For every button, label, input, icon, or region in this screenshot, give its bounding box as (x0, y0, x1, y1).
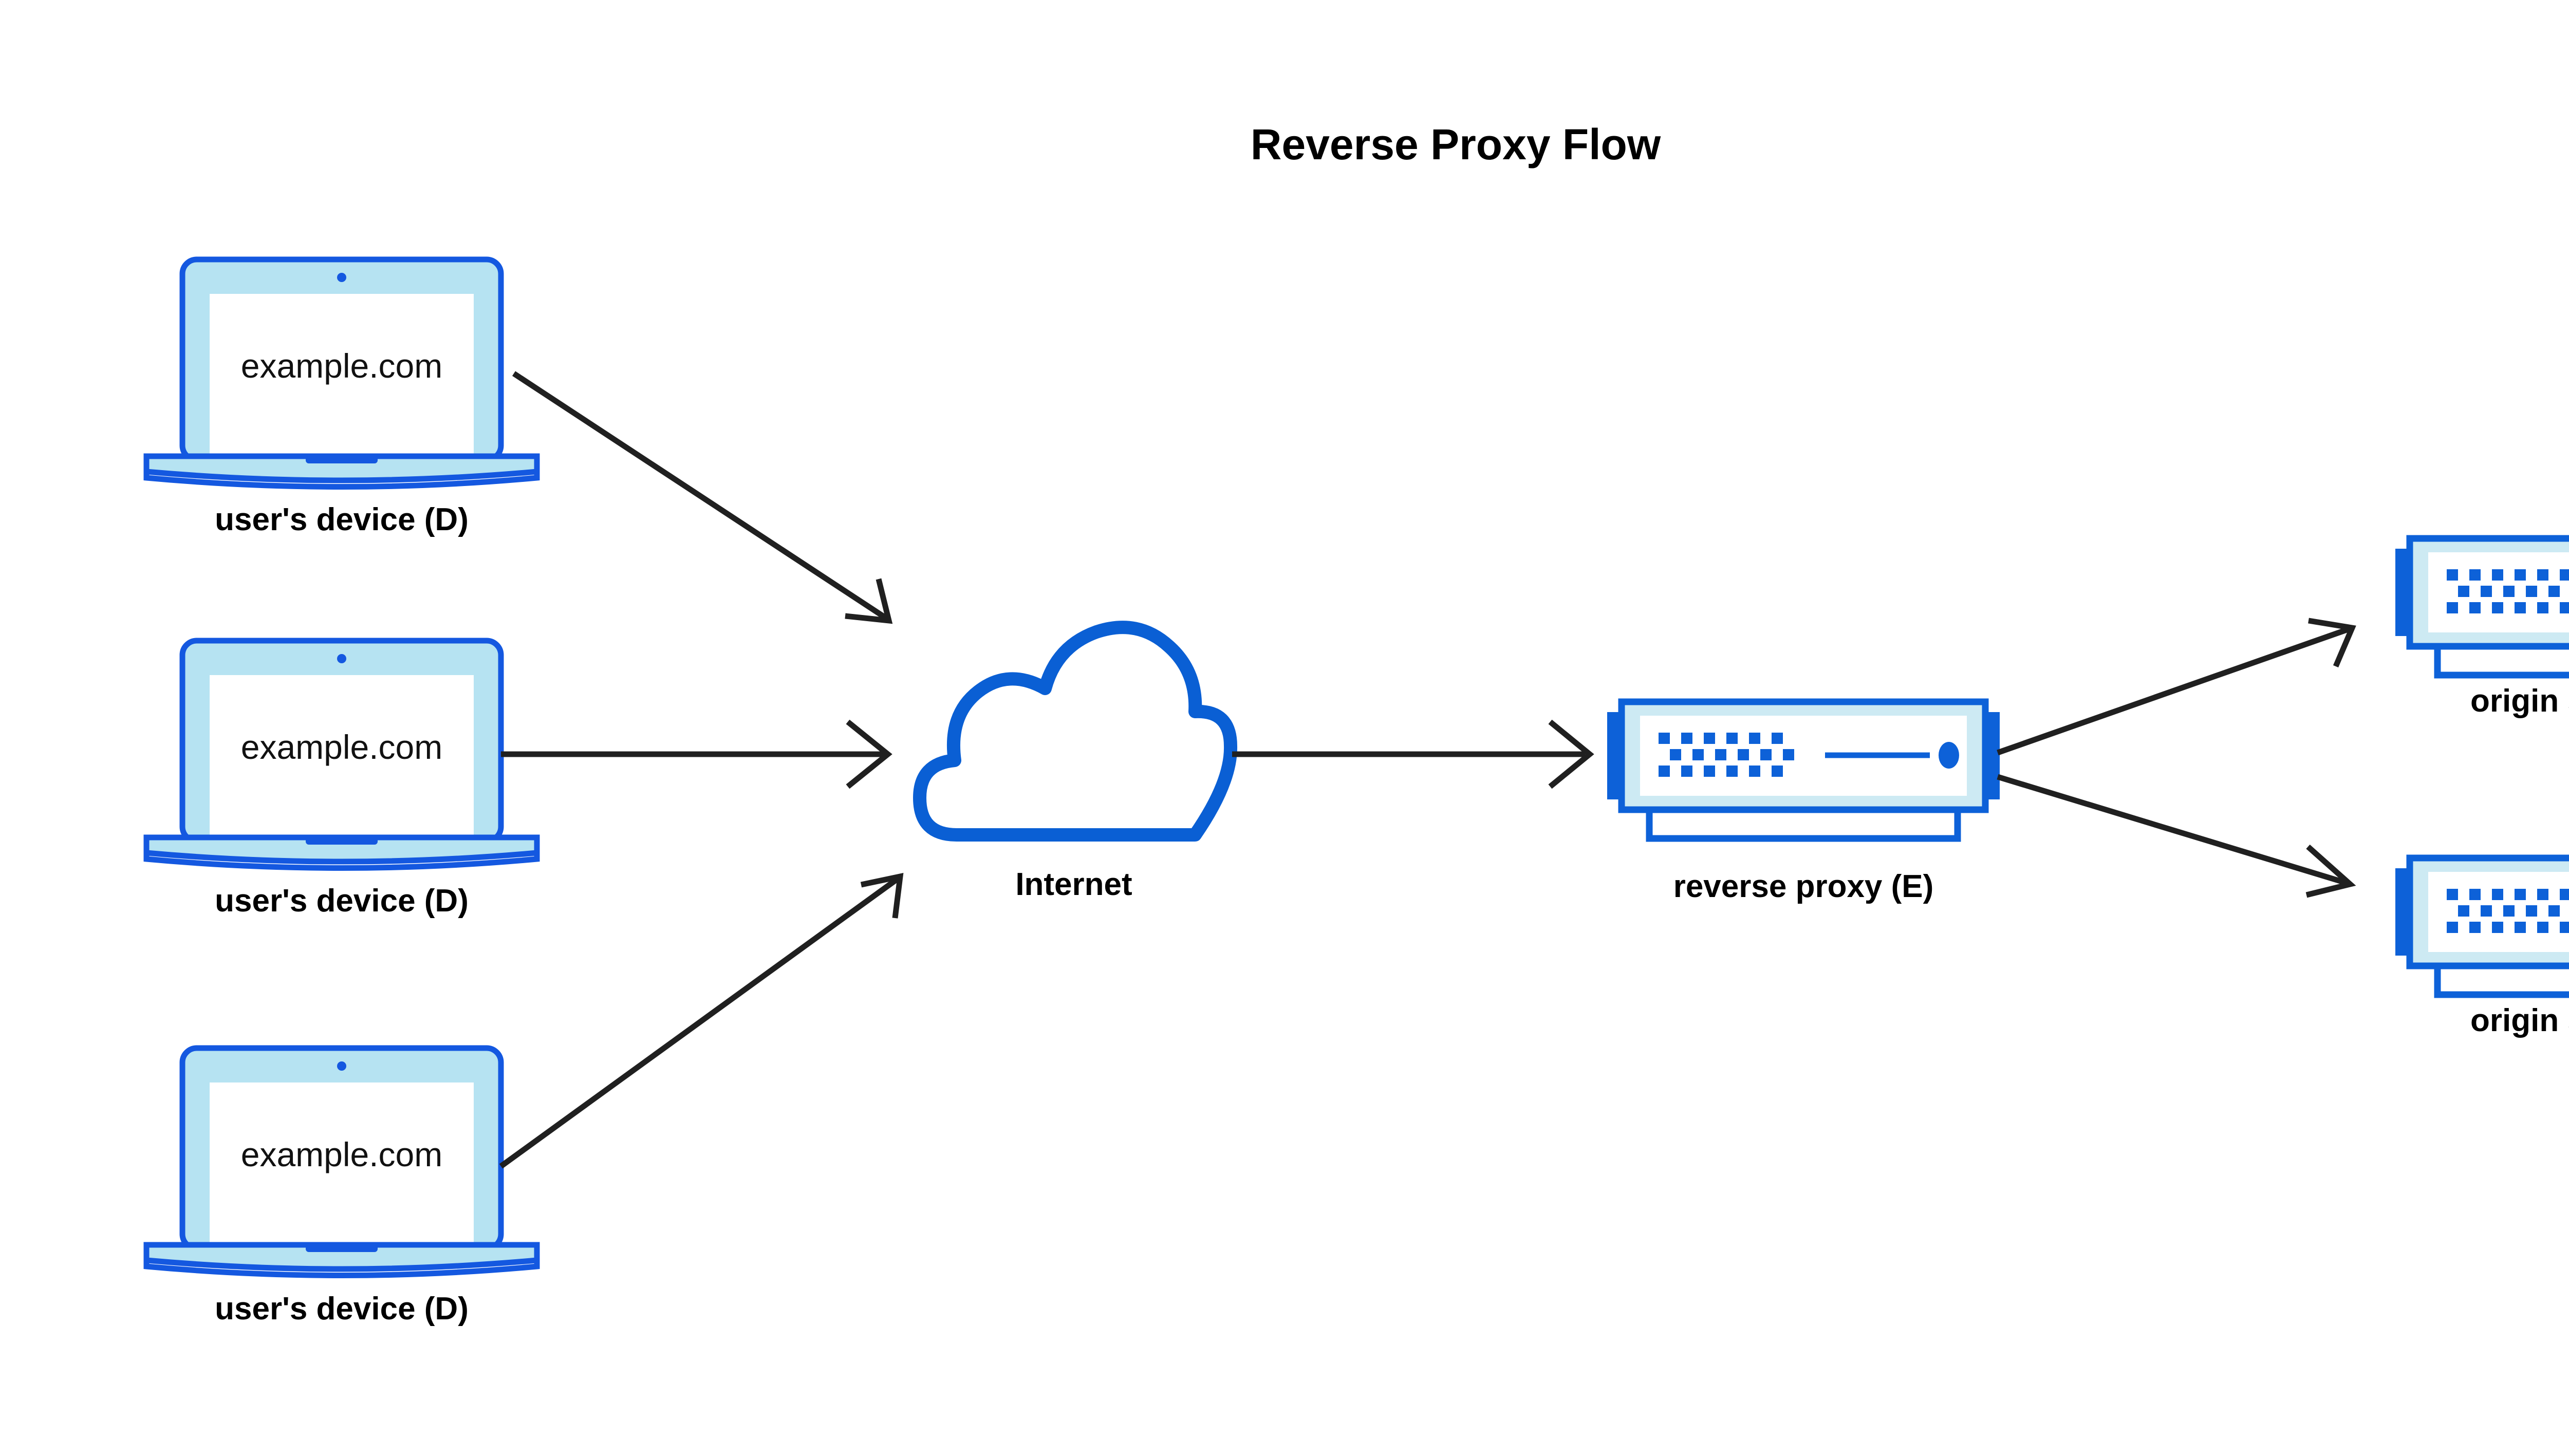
cloud-icon (913, 621, 1238, 842)
server-port-grid (2447, 569, 2569, 613)
internet-cloud[interactable]: Internet (913, 621, 1238, 902)
laptop-trackpad-notch (306, 837, 378, 845)
page-title: Reverse Proxy Flow (1251, 120, 1661, 169)
reverse-proxy-label: reverse proxy (E) (1673, 869, 1934, 904)
server-faceplate (2428, 552, 2569, 632)
client-2-label: user's device (D) (215, 883, 469, 919)
server-shelf (2434, 962, 2569, 998)
connection-proxy-to-origin2 (1997, 774, 2356, 898)
client-1-label: user's device (D) (215, 502, 469, 537)
laptop-base (143, 453, 540, 483)
client-device-1[interactable]: example.com user's device (D) (143, 256, 540, 537)
server-shelf (1646, 806, 1961, 842)
connection-internet-to-proxy (1232, 719, 1594, 789)
laptop-base (143, 834, 540, 865)
connection-client3-to-internet (499, 873, 904, 1169)
laptop-screen (210, 675, 474, 838)
origin-server-1[interactable]: origin server (F) (2395, 535, 2569, 719)
client-2-screen-text: example.com (241, 728, 443, 766)
connection-client2-to-internet (501, 719, 892, 789)
internet-label: Internet (1015, 867, 1132, 902)
origin-server-2-label: origin server (F) (2470, 1003, 2569, 1038)
server-led-icon (1939, 742, 1959, 769)
client-3-screen-text: example.com (241, 1135, 443, 1173)
origin-server-1-label: origin server (F) (2470, 683, 2569, 719)
origin-server-2[interactable]: origin server (F) (2395, 854, 2569, 1038)
laptop-camera-icon (337, 273, 346, 282)
reverse-proxy-server[interactable]: reverse proxy (E) (1607, 698, 2000, 904)
laptop-camera-icon (337, 654, 346, 663)
laptop-screen (210, 1082, 474, 1246)
laptop-camera-icon (337, 1061, 346, 1071)
server-port-grid (2447, 889, 2569, 933)
connection-client1-to-internet (512, 371, 893, 624)
client-3-label: user's device (D) (215, 1291, 469, 1327)
laptop-screen (210, 294, 474, 457)
laptop-trackpad-notch (306, 1245, 378, 1252)
server-shelf (2434, 643, 2569, 679)
connection-proxy-to-origin1 (1997, 618, 2356, 756)
laptop-base (143, 1242, 540, 1272)
client-1-screen-text: example.com (241, 347, 443, 385)
client-device-2[interactable]: example.com user's device (D) (143, 638, 540, 919)
server-port-grid (1659, 733, 1794, 777)
server-faceplate (2428, 872, 2569, 952)
client-device-3[interactable]: example.com user's device (D) (143, 1045, 540, 1327)
laptop-trackpad-notch (306, 456, 378, 463)
